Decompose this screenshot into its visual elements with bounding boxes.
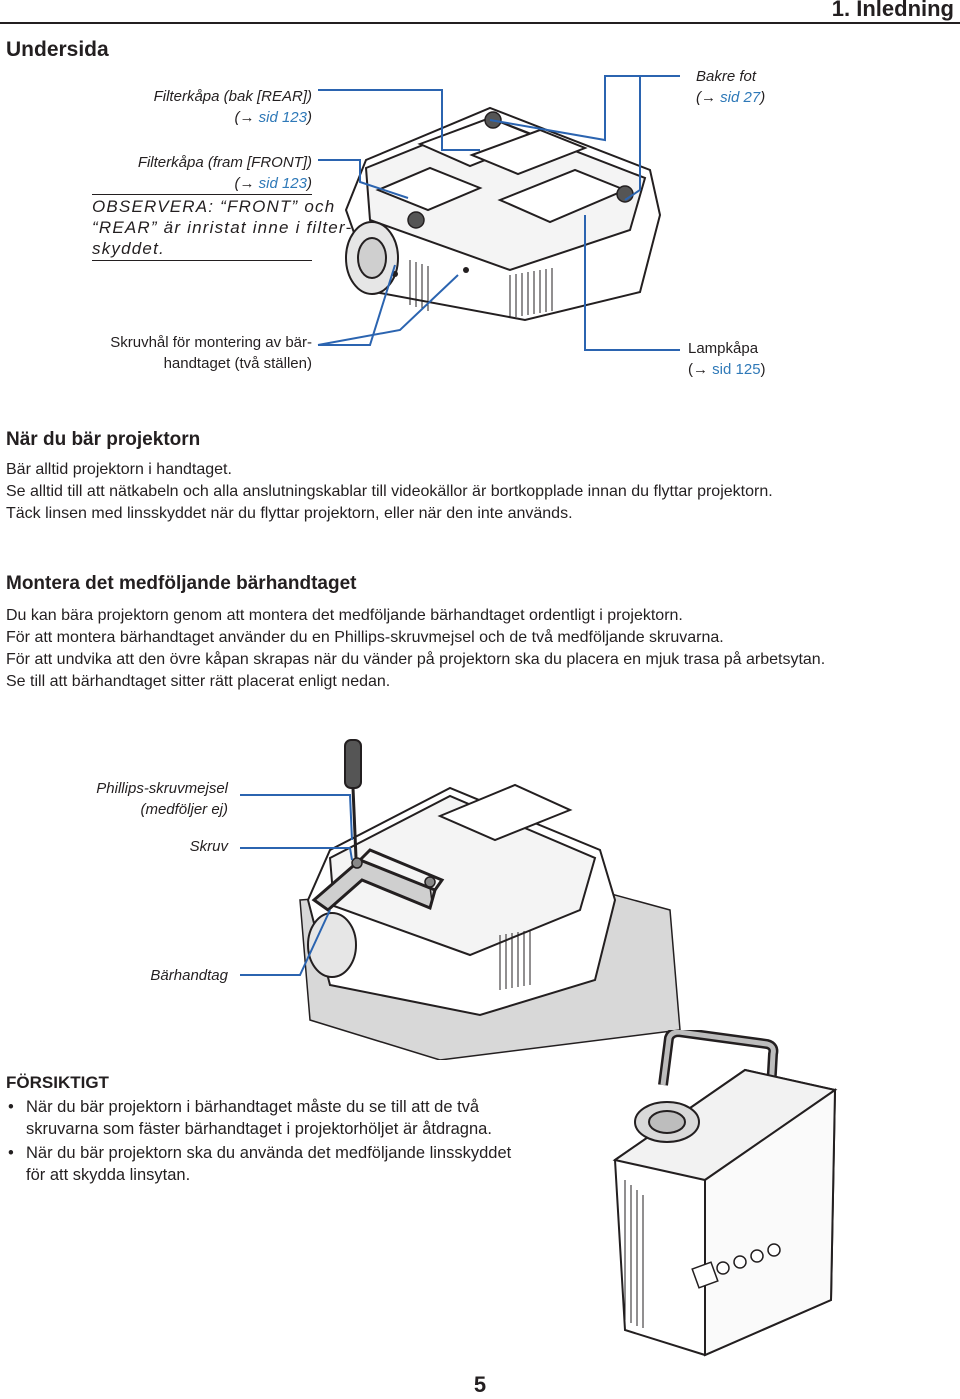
heading-mounting: Montera det medföljande bärhandtaget [6,573,357,594]
label-screw: Skruv [189,838,228,855]
note-front-rear: OBSERVERA: “FRONT” och “REAR” är inrista… [92,197,353,258]
heading-carrying: När du bär projektorn [6,429,201,450]
handle-mounting-illustration [299,739,681,1060]
projector-carried-illustration [612,1030,838,1357]
note-rule-top [92,194,312,195]
label-screwdriver: Phillips-skruvmejsel (medföljer ej) [96,780,228,818]
chapter-title: 1. Inledning [831,0,954,21]
page-number: 5 [473,1372,487,1397]
callout-filter-rear: Filterkåpa (bak [REAR]) (→ sid 123) [153,88,312,126]
callout-lamp-cover: Lampkåpa (→ sid 125) [688,340,766,378]
mounting-leader-lines [240,794,353,976]
bullet-icon: • [8,1098,14,1116]
front-foot [407,211,425,229]
callout-leader-lines [317,75,680,351]
projector-bottom-illustration [344,106,662,322]
list-item: • När du bär projektorn ska du använda d… [8,1144,512,1184]
panel-square [469,128,588,176]
label-handle: Bärhandtag [150,967,228,984]
bullet-icon: • [8,1144,14,1162]
header-rule [0,22,960,24]
page-ref-link[interactable]: sid 125 [712,361,761,378]
page-ref-link[interactable]: sid 123 [258,175,307,192]
screw-hole-right [463,267,469,273]
page-ref-link[interactable]: sid 123 [258,109,307,126]
mounting-paragraph: Du kan bära projektorn genom att montera… [6,607,826,690]
filter-cover-front [375,166,483,212]
list-item: • När du bär projektorn i bärhandtaget m… [8,1098,492,1138]
caution-list: • När du bär projektorn i bärhandtaget m… [6,1096,596,1188]
page-ref-link[interactable]: sid 27 [720,89,761,106]
note-rule-bottom [92,260,312,261]
callout-screw-holes: Skruvhål för montering av bär- handtaget… [110,334,312,372]
arrow-right-icon: → [693,361,708,378]
caution-title: FÖRSIKTIGT [6,1073,109,1092]
screw [351,857,436,903]
vent-grille [409,260,553,318]
arrow-right-icon: → [701,89,716,106]
callout-filter-front: Filterkåpa (fram [FRONT]) (→ sid 123) [137,154,312,192]
screwdriver [344,739,362,859]
control-buttons [691,1243,781,1289]
arrow-right-icon: → [239,109,255,126]
carrying-paragraph: Bär alltid projektorn i handtaget. Se al… [6,461,773,522]
lens [307,912,357,978]
section-title-bottom: Undersida [6,38,109,61]
arrow-right-icon: → [239,175,255,192]
callout-rear-foot: Bakre fot (→ sid 27) [696,68,766,106]
